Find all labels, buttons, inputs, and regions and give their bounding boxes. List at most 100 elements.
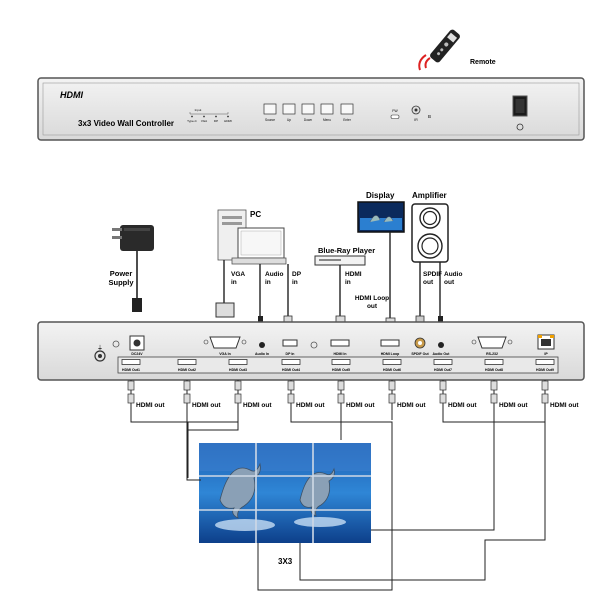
button-label: Menu xyxy=(323,118,331,122)
output-cable-labels: HDMI out HDMI out HDMI out HDMI out HDMI out… xyxy=(136,402,579,409)
cable-connectors xyxy=(132,298,443,327)
indicator-label: VGA xyxy=(201,119,207,123)
audio-out-jack[interactable] xyxy=(438,342,444,348)
indicator-led-hdmi xyxy=(227,115,229,118)
panel-title: 3x3 Video Wall Controller xyxy=(78,119,174,128)
source-button[interactable] xyxy=(263,103,277,115)
pc-label: PC xyxy=(250,210,261,219)
hdmi-out-1-port[interactable] xyxy=(121,359,141,365)
dp-port[interactable] xyxy=(282,339,298,347)
hdmi-out-cable-label: HDMI out xyxy=(243,402,272,409)
output-connectors xyxy=(127,380,549,404)
menu-button[interactable] xyxy=(320,103,334,115)
vga-port[interactable] xyxy=(209,336,241,349)
indicator-label: HDMI xyxy=(224,119,232,123)
button-label: Source xyxy=(265,118,275,122)
enter-button[interactable] xyxy=(340,103,354,115)
bluray-label: Blue-Ray Player xyxy=(318,246,375,255)
hdmi-out-8-port[interactable] xyxy=(484,359,504,365)
hdmi-out-cable-label: HDMI out xyxy=(192,402,221,409)
hdmi-out-label: HDMI Out4 xyxy=(282,368,300,372)
output-cables xyxy=(130,380,546,591)
rear-port-label: VGA In xyxy=(219,352,231,356)
hdmi-out-label: HDMI Out6 xyxy=(383,368,401,372)
fw-label: FW xyxy=(392,109,398,113)
button-label: Down xyxy=(304,118,312,122)
ground-icon: ⏚ xyxy=(97,345,103,352)
hdmi-out-label: HDMI Out5 xyxy=(332,368,350,372)
remote-control-icon xyxy=(418,29,460,71)
indicator-led-vga xyxy=(203,115,205,118)
indicator-led-dp xyxy=(215,115,217,118)
rear-port-label: SPDIF Out xyxy=(411,352,429,356)
audio-in-jack[interactable] xyxy=(259,342,265,348)
hdmi-loop-port[interactable] xyxy=(380,339,400,347)
hdmi-out-cable-label: HDMI out xyxy=(346,402,375,409)
hdmi-out-cable-label: HDMI out xyxy=(499,402,528,409)
hdmi-out-9-port[interactable] xyxy=(535,359,555,365)
input-indicator-label: Input xyxy=(195,108,202,112)
amplifier-label: Amplifier xyxy=(412,191,447,200)
remote-label: Remote xyxy=(470,59,496,66)
hdmi-out-4-port[interactable] xyxy=(281,359,301,365)
hdmi-out-2-port[interactable] xyxy=(177,359,197,365)
hdmi-out-label: HDMI Out1 xyxy=(122,368,140,372)
brand-logo: HDMI xyxy=(60,90,83,100)
hdmi-out-cable-label: HDMI out xyxy=(296,402,325,409)
rear-port-label: Audio In xyxy=(255,352,269,356)
ground-screw xyxy=(94,350,106,362)
video-wall-label: 3X3 xyxy=(278,557,293,566)
ir-suffix: B xyxy=(428,114,431,119)
ir-label: IR xyxy=(414,118,418,122)
display-icon xyxy=(357,201,405,233)
hdmi-out-label: HDMI Out7 xyxy=(434,368,452,372)
hdmi-out-cable-label: HDMI out xyxy=(448,402,477,409)
hdmi-out-cable-label: HDMI out xyxy=(397,402,426,409)
hdmi-out-cable-label: HDMI out xyxy=(136,402,165,409)
rear-port-label: HDMI Loop xyxy=(381,352,399,356)
hdmi-out-6-port[interactable] xyxy=(382,359,402,365)
up-button[interactable] xyxy=(282,103,296,115)
input-cables xyxy=(223,232,441,320)
dolphin-right xyxy=(299,467,335,517)
hdmi-out-3-port[interactable] xyxy=(228,359,248,365)
power-symbol-icon xyxy=(516,123,524,131)
power-adapter-icon xyxy=(112,225,154,300)
hdmi-in-port[interactable] xyxy=(330,339,350,347)
button-label: Up xyxy=(287,118,291,122)
hdmi-out-7-port[interactable] xyxy=(433,359,453,365)
rear-port-label: IP xyxy=(544,352,548,356)
rear-port-label: DP In xyxy=(286,352,295,356)
input-indicator-bracket xyxy=(189,112,229,115)
indicator-label: DP xyxy=(214,119,218,123)
video-wall xyxy=(199,443,371,543)
pc-icon xyxy=(217,209,287,265)
hdmi-out-cable-label: HDMI out xyxy=(550,402,579,409)
amplifier-icon xyxy=(411,203,449,263)
display-label: Display xyxy=(366,191,395,200)
rs232-port[interactable] xyxy=(477,336,507,349)
dolphin-left xyxy=(219,462,261,519)
down-button[interactable] xyxy=(301,103,315,115)
rear-port-label: HDMI In xyxy=(333,352,346,356)
bluray-player-icon xyxy=(314,255,366,266)
hdmi-out-label: HDMI Out2 xyxy=(178,368,196,372)
rear-port-label: DC24V xyxy=(131,352,143,356)
rear-port-label: Audio Out xyxy=(433,352,451,356)
fw-port[interactable] xyxy=(390,114,400,119)
rear-port-label: RS-232 xyxy=(486,352,498,356)
indicator-led-type-c xyxy=(191,115,193,118)
hdmi-out-5-port[interactable] xyxy=(331,359,351,365)
hdmi-out-label: HDMI Out8 xyxy=(485,368,503,372)
hdmi-out-label: HDMI Out9 xyxy=(536,368,554,372)
